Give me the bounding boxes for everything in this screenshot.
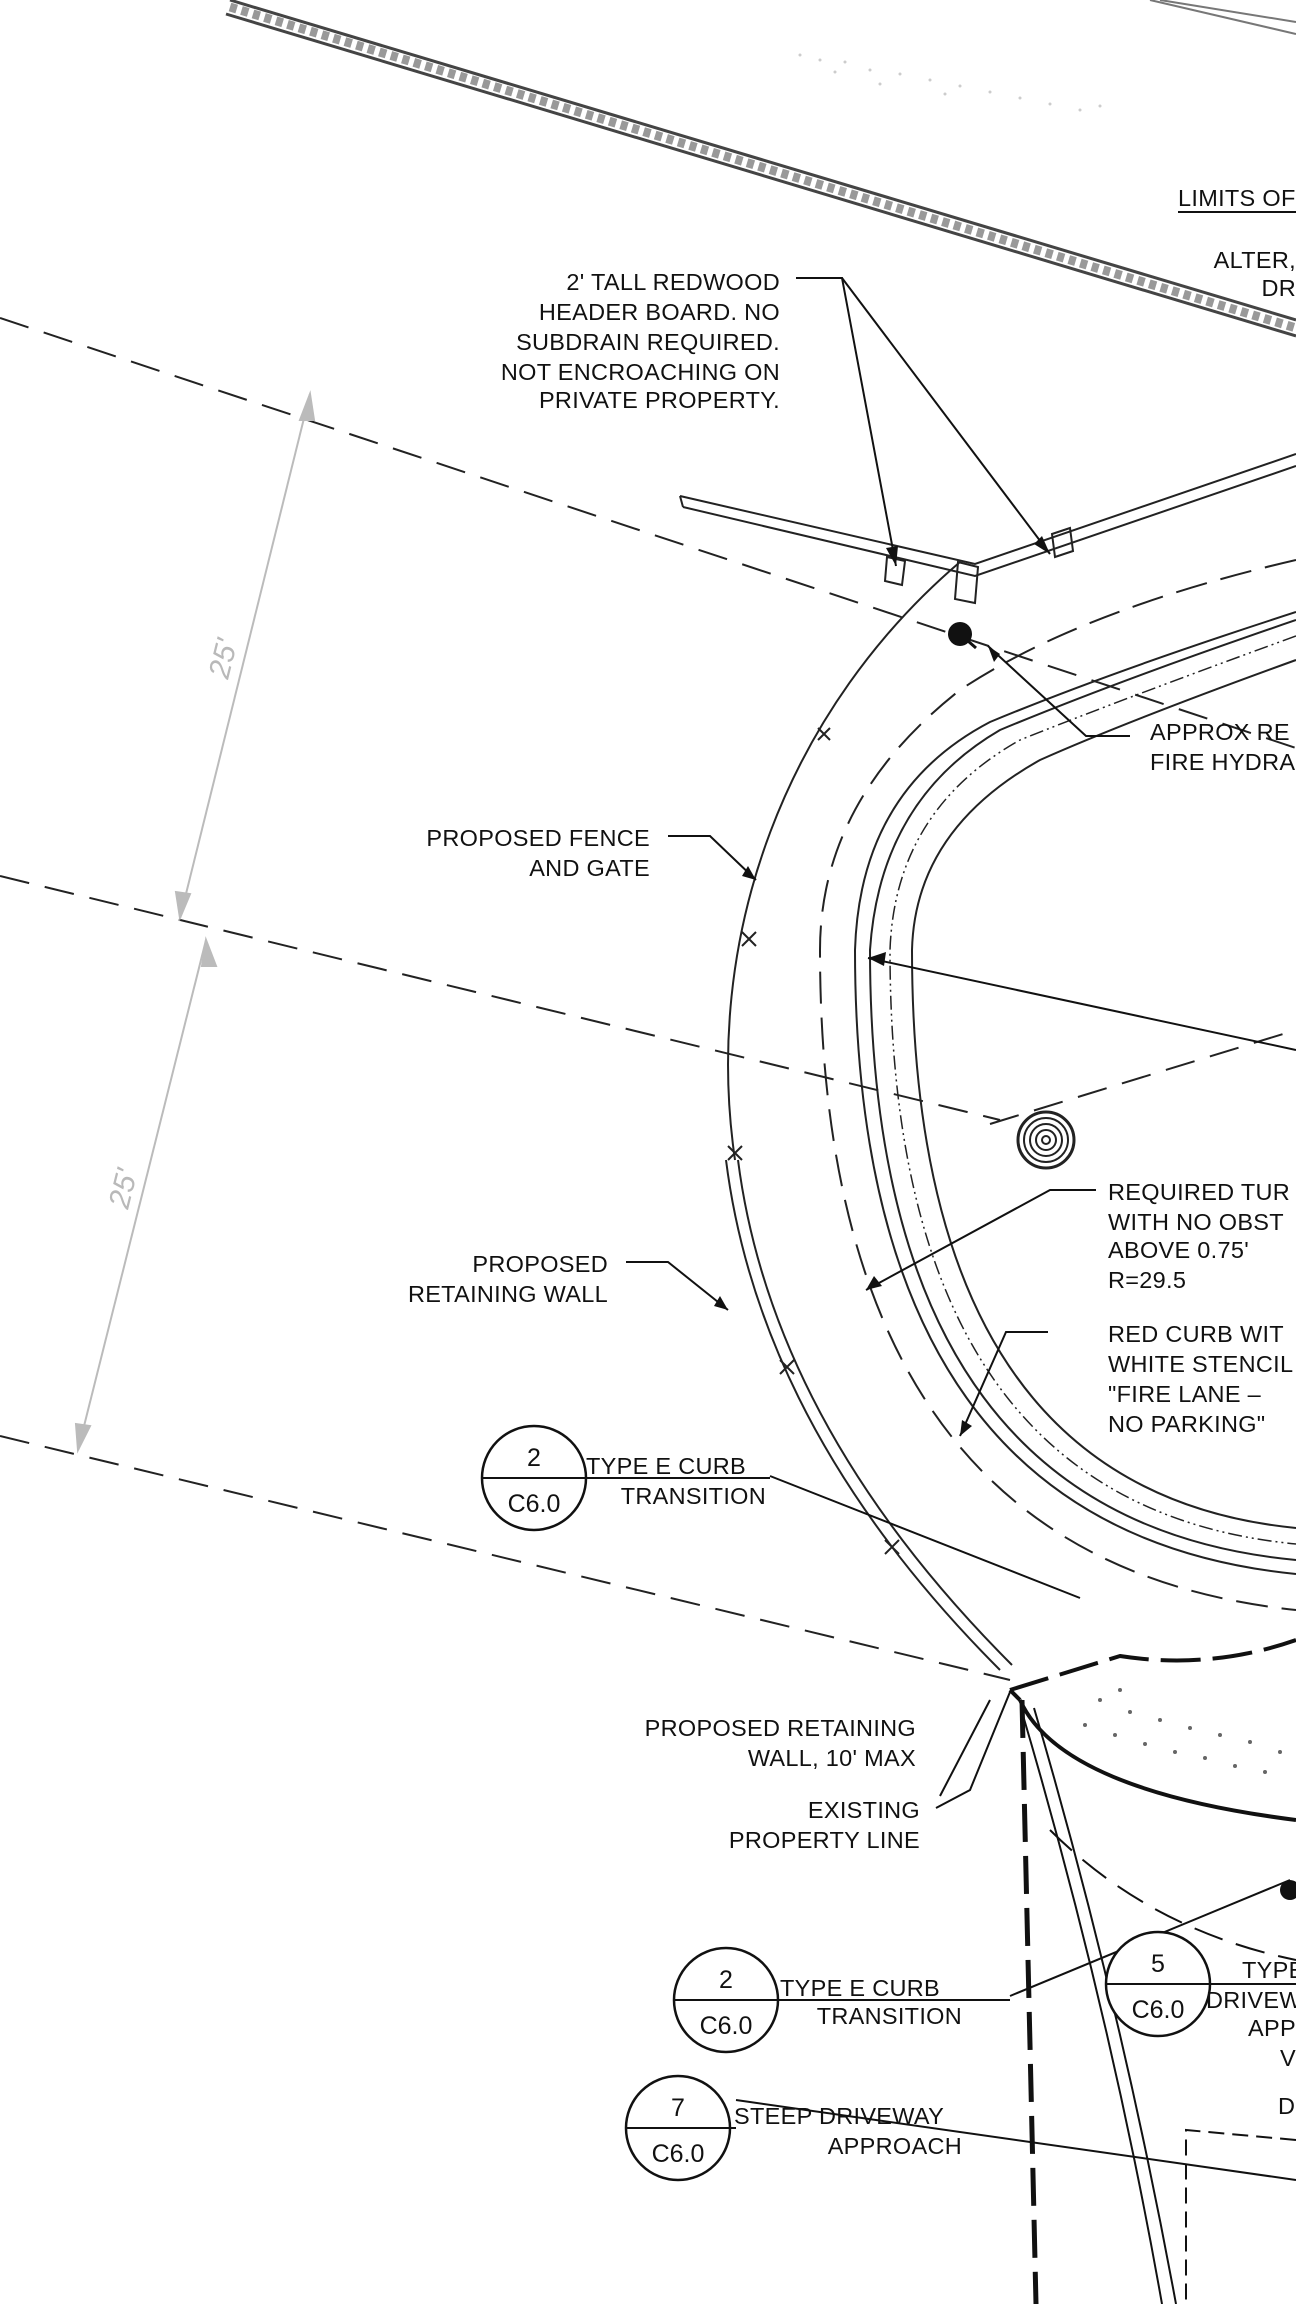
detail-1-text-2: TRANSITION xyxy=(621,1483,766,1509)
hydrant-line-1: APPROX RE xyxy=(1150,719,1290,745)
detail-1-text-1: TYPE E CURB xyxy=(586,1453,746,1479)
red-curb-line-3: "FIRE LANE – xyxy=(1108,1381,1262,1407)
type-driveway-note: TYPE DRIVEW APP V D xyxy=(1206,1957,1296,2119)
proposed-fence xyxy=(727,561,961,1161)
alter-label-1: ALTER, xyxy=(1214,247,1296,273)
type-driveway-line-1: TYPE xyxy=(1242,1957,1296,1983)
header-board-note: 2' TALL REDWOOD HEADER BOARD. NO SUBDRAI… xyxy=(501,269,780,413)
red-curb-line-2: WHITE STENCIL xyxy=(1108,1351,1293,1377)
retaining-wall-max-note: PROPOSED RETAINING WALL, 10' MAX xyxy=(645,1715,916,1771)
red-curb-line-4: NO PARKING" xyxy=(1108,1411,1265,1437)
proposed-retaining-wall xyxy=(725,1159,1013,1671)
detail-3-sheet: C6.0 xyxy=(652,2140,705,2168)
dimension-lines xyxy=(74,390,316,1454)
limits-label: LIMITS OF xyxy=(1178,185,1296,211)
easement-lines xyxy=(0,317,1296,1681)
turnaround-curb xyxy=(818,559,1296,1611)
type-driveway-line-4: V xyxy=(1280,2045,1296,2071)
redwood-header-board xyxy=(679,453,1296,605)
hydrant-note: APPROX RE FIRE HYDRA xyxy=(1150,719,1295,775)
detail-4-number: 5 xyxy=(1151,1950,1165,1978)
detail-4-sheet: C6.0 xyxy=(1132,1996,1185,2024)
type-driveway-line-3: APP xyxy=(1248,2015,1296,2041)
property-line-note: EXISTING PROPERTY LINE xyxy=(729,1797,920,1853)
header-board-line-3: SUBDRAIN REQUIRED. xyxy=(516,329,780,355)
dimension-lower: 25' xyxy=(103,1165,145,1213)
header-board-line-5: PRIVATE PROPERTY. xyxy=(539,387,780,413)
detail-2-text-1: TYPE E CURB xyxy=(780,1975,940,2001)
detail-1-sheet: C6.0 xyxy=(508,1490,561,1518)
retaining-wall-max-line-2: WALL, 10' MAX xyxy=(748,1745,916,1771)
detail-2-number: 2 xyxy=(719,1966,733,1994)
detail-3-number: 7 xyxy=(671,2094,685,2122)
stipple-area xyxy=(798,53,1102,112)
hydrant-line-2: FIRE HYDRA xyxy=(1150,749,1295,775)
dimension-upper: 25' xyxy=(203,635,245,683)
fence-line-1: PROPOSED FENCE xyxy=(426,825,650,851)
red-curb-line-1: RED CURB WIT xyxy=(1108,1321,1284,1347)
fence-line-2: AND GATE xyxy=(529,855,650,881)
road-edge-hatch xyxy=(225,0,1296,338)
detail-3-text-2: APPROACH xyxy=(828,2133,962,2159)
hydrant-symbol-lower xyxy=(1280,1880,1296,1900)
turnaround-line-2: WITH NO OBST xyxy=(1108,1209,1284,1235)
fence-note: PROPOSED FENCE AND GATE xyxy=(426,825,650,881)
type-driveway-line-2: DRIVEW xyxy=(1206,1987,1296,2013)
type-driveway-line-5: D xyxy=(1278,2093,1295,2119)
detail-2-text-2: TRANSITION xyxy=(817,2003,962,2029)
fire-hydrant-symbol xyxy=(948,622,977,650)
detail-ref-3[interactable]: 7 C6.0 STEEP DRIVEWAY APPROACH xyxy=(624,2074,962,2182)
detail-3-text-1: STEEP DRIVEWAY xyxy=(734,2103,944,2129)
limits-note: LIMITS OF ALTER, DR xyxy=(1178,185,1296,301)
retaining-wall-max-line-1: PROPOSED RETAINING xyxy=(645,1715,916,1741)
turnaround-line-1: REQUIRED TUR xyxy=(1108,1179,1290,1205)
red-curb-note: RED CURB WIT WHITE STENCIL "FIRE LANE – … xyxy=(1108,1321,1293,1437)
turnaround-line-4: R=29.5 xyxy=(1108,1267,1186,1293)
header-board-line-2: HEADER BOARD. NO xyxy=(539,299,780,325)
turnaround-line-3: ABOVE 0.75' xyxy=(1108,1237,1249,1263)
turnaround-note: REQUIRED TUR WITH NO OBST ABOVE 0.75' R=… xyxy=(1108,1179,1290,1293)
detail-ref-2[interactable]: 2 C6.0 TYPE E CURB TRANSITION xyxy=(672,1946,1010,2054)
alter-label-2: DR xyxy=(1261,275,1296,301)
property-line-line-2: PROPERTY LINE xyxy=(729,1827,920,1853)
retaining-wall-line-2: RETAINING WALL xyxy=(408,1281,608,1307)
tree-symbol xyxy=(1016,1110,1076,1170)
driveway-stipple xyxy=(1083,1688,1282,1774)
detail-1-number: 2 xyxy=(527,1444,541,1472)
detail-ref-4[interactable]: 5 C6.0 xyxy=(1104,1930,1296,2038)
property-line-line-1: EXISTING xyxy=(808,1797,920,1823)
detail-ref-1[interactable]: 2 C6.0 TYPE E CURB TRANSITION xyxy=(480,1424,770,1532)
detail-2-sheet: C6.0 xyxy=(700,2012,753,2040)
retaining-wall-line-1: PROPOSED xyxy=(472,1251,608,1277)
leader-arrowheads xyxy=(714,536,1050,1436)
header-board-line-4: NOT ENCROACHING ON xyxy=(501,359,780,385)
retaining-wall-note: PROPOSED RETAINING WALL xyxy=(408,1251,608,1307)
header-board-line-1: 2' TALL REDWOOD xyxy=(566,269,780,295)
